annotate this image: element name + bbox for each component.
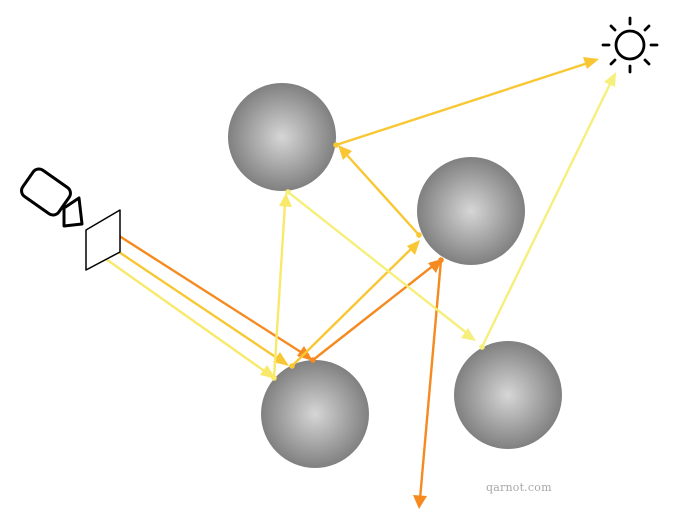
ray-arrowhead: [273, 352, 289, 366]
ray-camera-secondary: [102, 240, 285, 364]
sun-icon: [601, 16, 659, 74]
ray-arrowhead: [407, 240, 420, 255]
image-plane-icon: [85, 209, 121, 271]
ray-bottom-right-to-light: [480, 80, 613, 349]
hit-point: [285, 189, 291, 195]
ray-middle-to-top-left: [344, 152, 421, 237]
hit-point: [479, 344, 485, 350]
hit-point: [333, 142, 339, 148]
ray-top-left-to-light: [334, 61, 590, 147]
sphere-bottom-center: [261, 360, 369, 468]
ray-bounce-bottom-to-middle-yellow: [290, 245, 415, 368]
watermark-text: qarnot.com: [486, 481, 552, 494]
hit-point: [438, 257, 444, 263]
ray-arrowhead: [428, 259, 442, 273]
ray-arrowhead: [260, 365, 276, 379]
ray-middle-to-bottom: [418, 258, 443, 501]
video-camera-icon: [20, 167, 84, 228]
sphere-bottom-right: [454, 341, 562, 449]
ray-camera-primary: [111, 230, 309, 358]
ray-arrowhead: [604, 72, 616, 87]
hit-point: [271, 375, 277, 381]
hit-points: [271, 142, 485, 381]
hit-point: [416, 232, 422, 238]
hit-point: [289, 363, 295, 369]
ray-camera-tertiary: [94, 250, 272, 377]
ray-bounce-bottom-to-middle: [311, 263, 436, 362]
sphere-top-left: [228, 83, 336, 191]
sphere-middle-right: [417, 157, 525, 265]
rays: [94, 57, 616, 509]
ray-bottom-to-top-left: [272, 202, 287, 380]
ray-arrowhead: [338, 145, 352, 160]
ray-top-left-to-bottom-right: [286, 190, 470, 336]
ray-arrowhead: [279, 193, 292, 207]
ray-arrowhead: [413, 495, 427, 509]
ray-arrowhead: [461, 328, 476, 341]
hit-point: [310, 357, 316, 363]
spheres: [228, 83, 562, 468]
ray-arrowhead: [583, 57, 599, 69]
